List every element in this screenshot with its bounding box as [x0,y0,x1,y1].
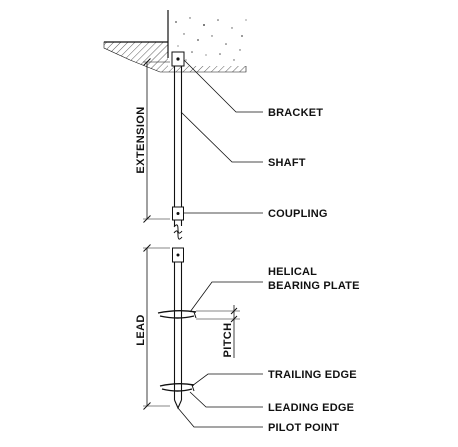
coupling-label: COUPLING [268,208,328,220]
extension-shaft [173,66,183,210]
shaft-label: SHAFT [268,157,306,169]
extension-dimension [143,58,170,223]
helical-plate-upper [157,310,197,319]
pitch-label: PITCH [222,323,234,358]
lead-shaft [173,262,183,410]
coupling [172,206,184,226]
helical-label-line1: HELICAL [268,266,317,278]
leader-lines [177,59,263,428]
lead-dimension [143,244,170,410]
lead-socket [172,247,184,263]
extension-label: EXTENSION [135,106,147,173]
leading-edge-label: LEADING EDGE [268,402,354,414]
break-symbol [173,224,183,240]
lead-label: LEAD [135,314,147,346]
helical-label-line2: BEARING PLATE [268,280,360,292]
pilot-point-label: PILOT POINT [268,422,339,434]
bracket [171,51,185,67]
helical-plate-lower [159,383,195,392]
trailing-edge-label: TRAILING EDGE [268,369,357,381]
bracket-label: BRACKET [268,107,323,119]
pitch-dimension [196,305,240,358]
